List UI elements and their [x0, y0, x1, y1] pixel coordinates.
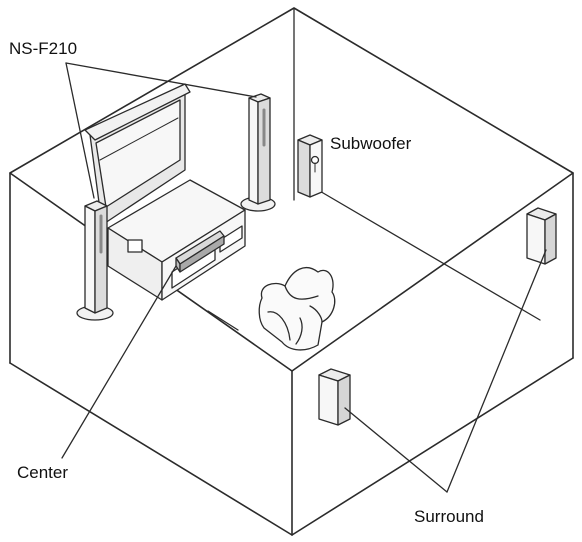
- leader-front-right: [65, 62, 257, 98]
- front-right-speaker-icon: [240, 93, 276, 212]
- subwoofer-label: Subwoofer: [330, 134, 412, 153]
- surround-left-speaker-icon: [318, 368, 351, 426]
- room-outline: [9, 7, 574, 536]
- surround-right-speaker-icon: [526, 207, 557, 265]
- leader-center: [61, 265, 177, 459]
- leader-front-left: [65, 62, 95, 199]
- subwoofer-icon: [297, 134, 323, 198]
- tv-icon: [84, 83, 191, 226]
- leader-surround-left: [344, 407, 448, 493]
- armchair-icon: [258, 267, 336, 351]
- front-speaker-label: NS-F210: [9, 39, 78, 58]
- front-left-speaker-icon: [76, 200, 114, 321]
- center-speaker-icon: [175, 230, 225, 273]
- center-label: Center: [17, 463, 69, 482]
- surround-label: Surround: [414, 507, 484, 526]
- leader-lines: [61, 62, 547, 493]
- leader-surround-right: [446, 249, 547, 493]
